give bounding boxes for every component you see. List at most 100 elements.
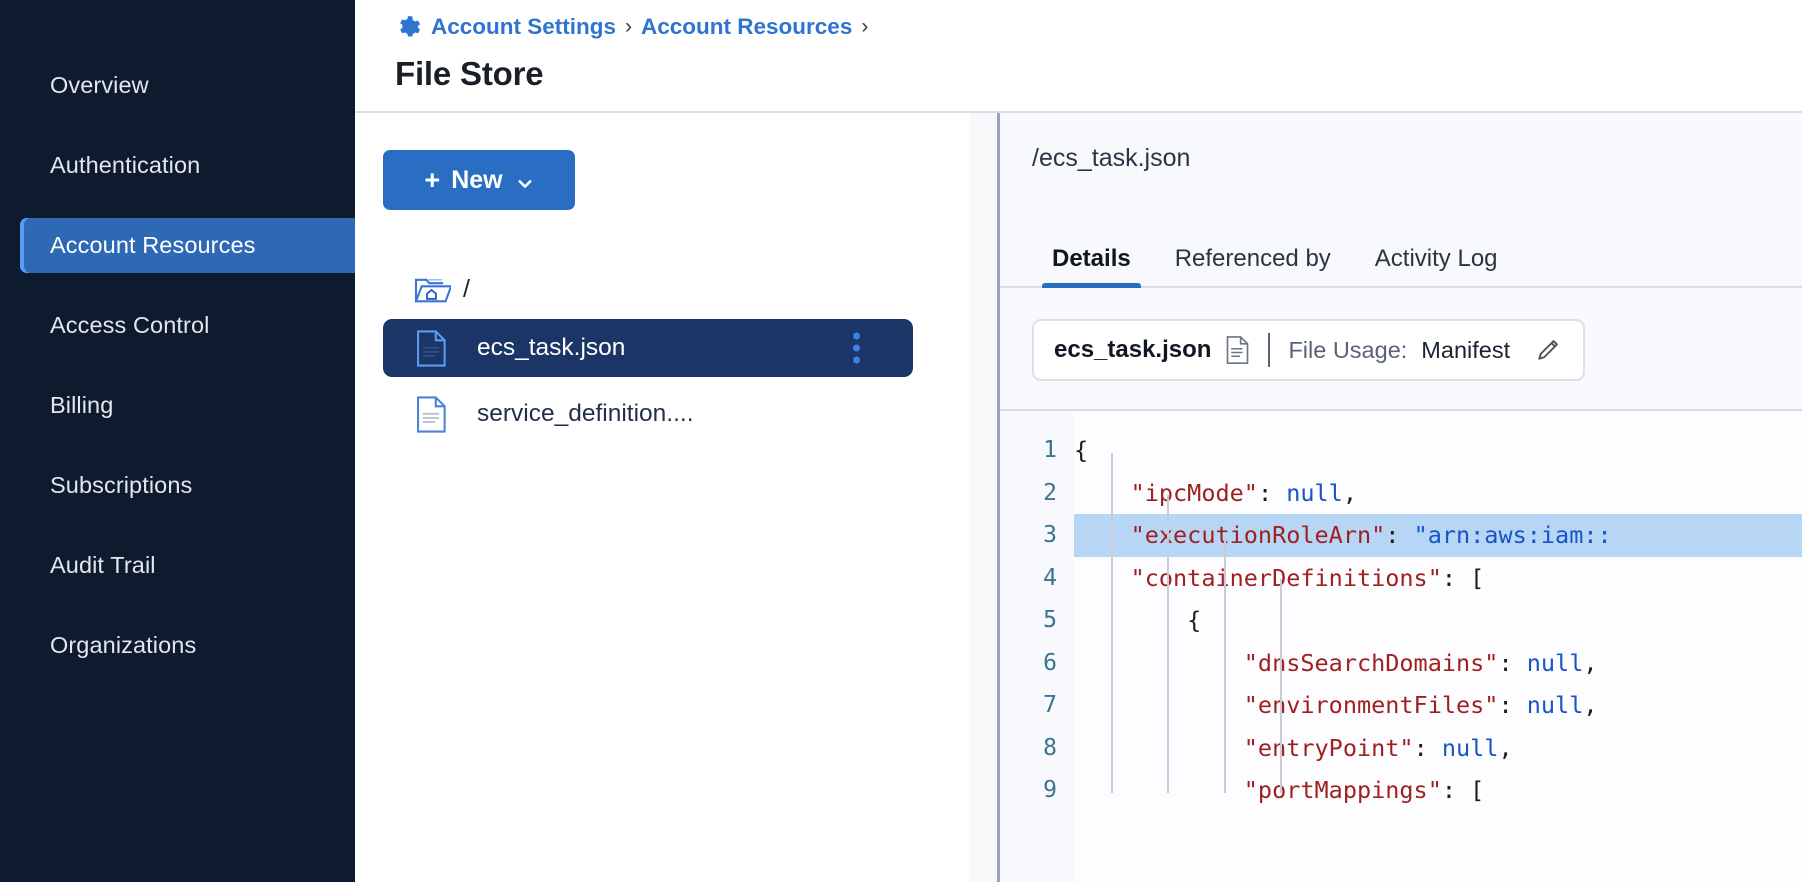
line-number: 3	[1043, 522, 1057, 548]
line-number: 9	[1043, 777, 1057, 803]
token-punc: :	[1385, 521, 1414, 549]
token-punc	[1074, 776, 1244, 804]
sidebar-item-label: Billing	[50, 392, 114, 418]
token-punc: :	[1257, 478, 1287, 507]
token-punc	[1074, 479, 1131, 507]
tab-referenced-by[interactable]: Referenced by	[1174, 245, 1331, 272]
document-icon	[1225, 335, 1250, 365]
file-list-item[interactable]: service_definition....	[383, 385, 970, 443]
sidebar-item-label: Organizations	[50, 632, 197, 658]
usage-card-wrap: ecs_task.json File Usage: Manifest	[1000, 288, 1802, 381]
indent-guide	[1167, 495, 1169, 793]
detail-tabs: Details Referenced by Activity Log	[1000, 203, 1802, 288]
token-punc: {	[1074, 606, 1202, 634]
code-line: "ipcMode": null,	[1074, 472, 1802, 515]
sidebar-item-organizations[interactable]: Organizations	[0, 618, 355, 673]
indent-guide	[1280, 579, 1282, 793]
tree-root-label: /	[463, 274, 470, 303]
usage-divider	[1268, 333, 1271, 367]
sidebar-item-label: Access Control	[50, 312, 210, 338]
file-name-label: ecs_task.json	[477, 334, 626, 361]
token-null: null	[1441, 733, 1499, 762]
line-number: 5	[1043, 607, 1057, 633]
code-line: "environmentFiles": null,	[1074, 684, 1802, 727]
tab-activity-log[interactable]: Activity Log	[1374, 245, 1498, 272]
token-key: "portMappings"	[1243, 776, 1442, 804]
sidebar-item-label: Audit Trail	[50, 552, 156, 578]
sidebar-item-account-resources[interactable]: Account Resources	[20, 218, 355, 273]
sidebar-item-overview[interactable]: Overview	[0, 58, 355, 113]
details-pane: /ecs_task.json Details Referenced by Activ…	[1000, 113, 1802, 882]
file-tree: / ecs_task.json service_definition....	[383, 267, 970, 443]
code-line: "portMappings": [	[1074, 769, 1802, 812]
sidebar-item-label: Subscriptions	[50, 472, 193, 498]
sidebar-item-label: Authentication	[50, 152, 201, 178]
gear-icon	[395, 14, 422, 41]
token-punc	[1074, 691, 1244, 719]
breadcrumb-separator-1: ›	[625, 15, 633, 38]
code-line: {	[1074, 429, 1802, 472]
code-line: "executionRoleArn": "arn:aws:iam::	[1074, 514, 1802, 557]
token-punc: {	[1074, 436, 1089, 464]
token-punc	[1074, 564, 1131, 592]
breadcrumb-item-account-resources[interactable]: Account Resources	[641, 14, 853, 39]
line-number: 2	[1043, 479, 1057, 506]
line-number: 4	[1043, 564, 1057, 591]
token-null: null	[1526, 691, 1584, 719]
sidebar-item-access-control[interactable]: Access Control	[0, 298, 355, 353]
token-punc	[1074, 521, 1131, 549]
token-punc: : [	[1441, 776, 1485, 804]
breadcrumb-item-account-settings[interactable]: Account Settings	[431, 14, 617, 39]
file-list-item[interactable]: ecs_task.json	[383, 319, 913, 377]
token-punc: ,	[1342, 478, 1357, 507]
document-icon	[416, 395, 446, 433]
editor-code-area[interactable]: { "ipcMode": null, "executionRoleArn": "…	[1074, 411, 1802, 882]
pencil-icon[interactable]	[1534, 337, 1561, 364]
new-button-label: New	[451, 165, 503, 194]
main-column: Account Settings › Account Resources › F…	[355, 0, 1802, 882]
sidebar-item-subscriptions[interactable]: Subscriptions	[0, 458, 355, 513]
tab-details[interactable]: Details	[1030, 245, 1153, 288]
code-line: "entryPoint": null,	[1074, 727, 1802, 770]
file-name-label: service_definition....	[477, 400, 694, 427]
new-button[interactable]: + New	[383, 150, 575, 210]
usage-value: Manifest	[1421, 336, 1511, 363]
token-key: "entryPoint"	[1243, 733, 1414, 762]
sidebar-item-authentication[interactable]: Authentication	[0, 138, 355, 193]
token-key: "containerDefinitions"	[1130, 563, 1442, 592]
folder-home-icon	[413, 273, 453, 305]
kebab-menu-icon[interactable]	[853, 332, 860, 364]
line-number: 1	[1043, 437, 1057, 463]
code-line: "containerDefinitions": [	[1074, 557, 1802, 600]
page-header: Account Settings › Account Resources › F…	[355, 0, 1802, 113]
token-punc: :	[1498, 691, 1527, 719]
token-punc: : [	[1441, 563, 1485, 592]
sidebar-item-billing[interactable]: Billing	[0, 378, 355, 433]
page-title: File Store	[395, 55, 544, 92]
detail-file-path: /ecs_task.json	[1032, 143, 1191, 172]
file-usage-card: ecs_task.json File Usage: Manifest	[1032, 319, 1586, 381]
token-punc: :	[1413, 733, 1442, 762]
token-punc	[1074, 734, 1244, 762]
token-key: "ipcMode"	[1130, 478, 1258, 507]
document-icon	[416, 329, 446, 367]
token-punc	[1074, 649, 1244, 677]
usage-file-name: ecs_task.json	[1054, 336, 1212, 363]
file-list: ecs_task.json service_definition....	[383, 319, 970, 443]
token-punc: :	[1498, 648, 1527, 677]
pane-resize-handle[interactable]	[970, 113, 1000, 882]
token-punc: ,	[1583, 691, 1598, 719]
sidebar-item-audit-trail[interactable]: Audit Trail	[0, 538, 355, 593]
plus-icon: +	[424, 164, 441, 195]
code-line: {	[1074, 599, 1802, 642]
chevron-down-icon	[516, 171, 534, 189]
usage-label: File Usage:	[1288, 336, 1408, 363]
code-line: "dnsSearchDomains": null,	[1074, 642, 1802, 685]
token-punc: ,	[1583, 648, 1598, 677]
line-number: 8	[1043, 734, 1057, 761]
tree-root-folder[interactable]: /	[383, 267, 970, 311]
